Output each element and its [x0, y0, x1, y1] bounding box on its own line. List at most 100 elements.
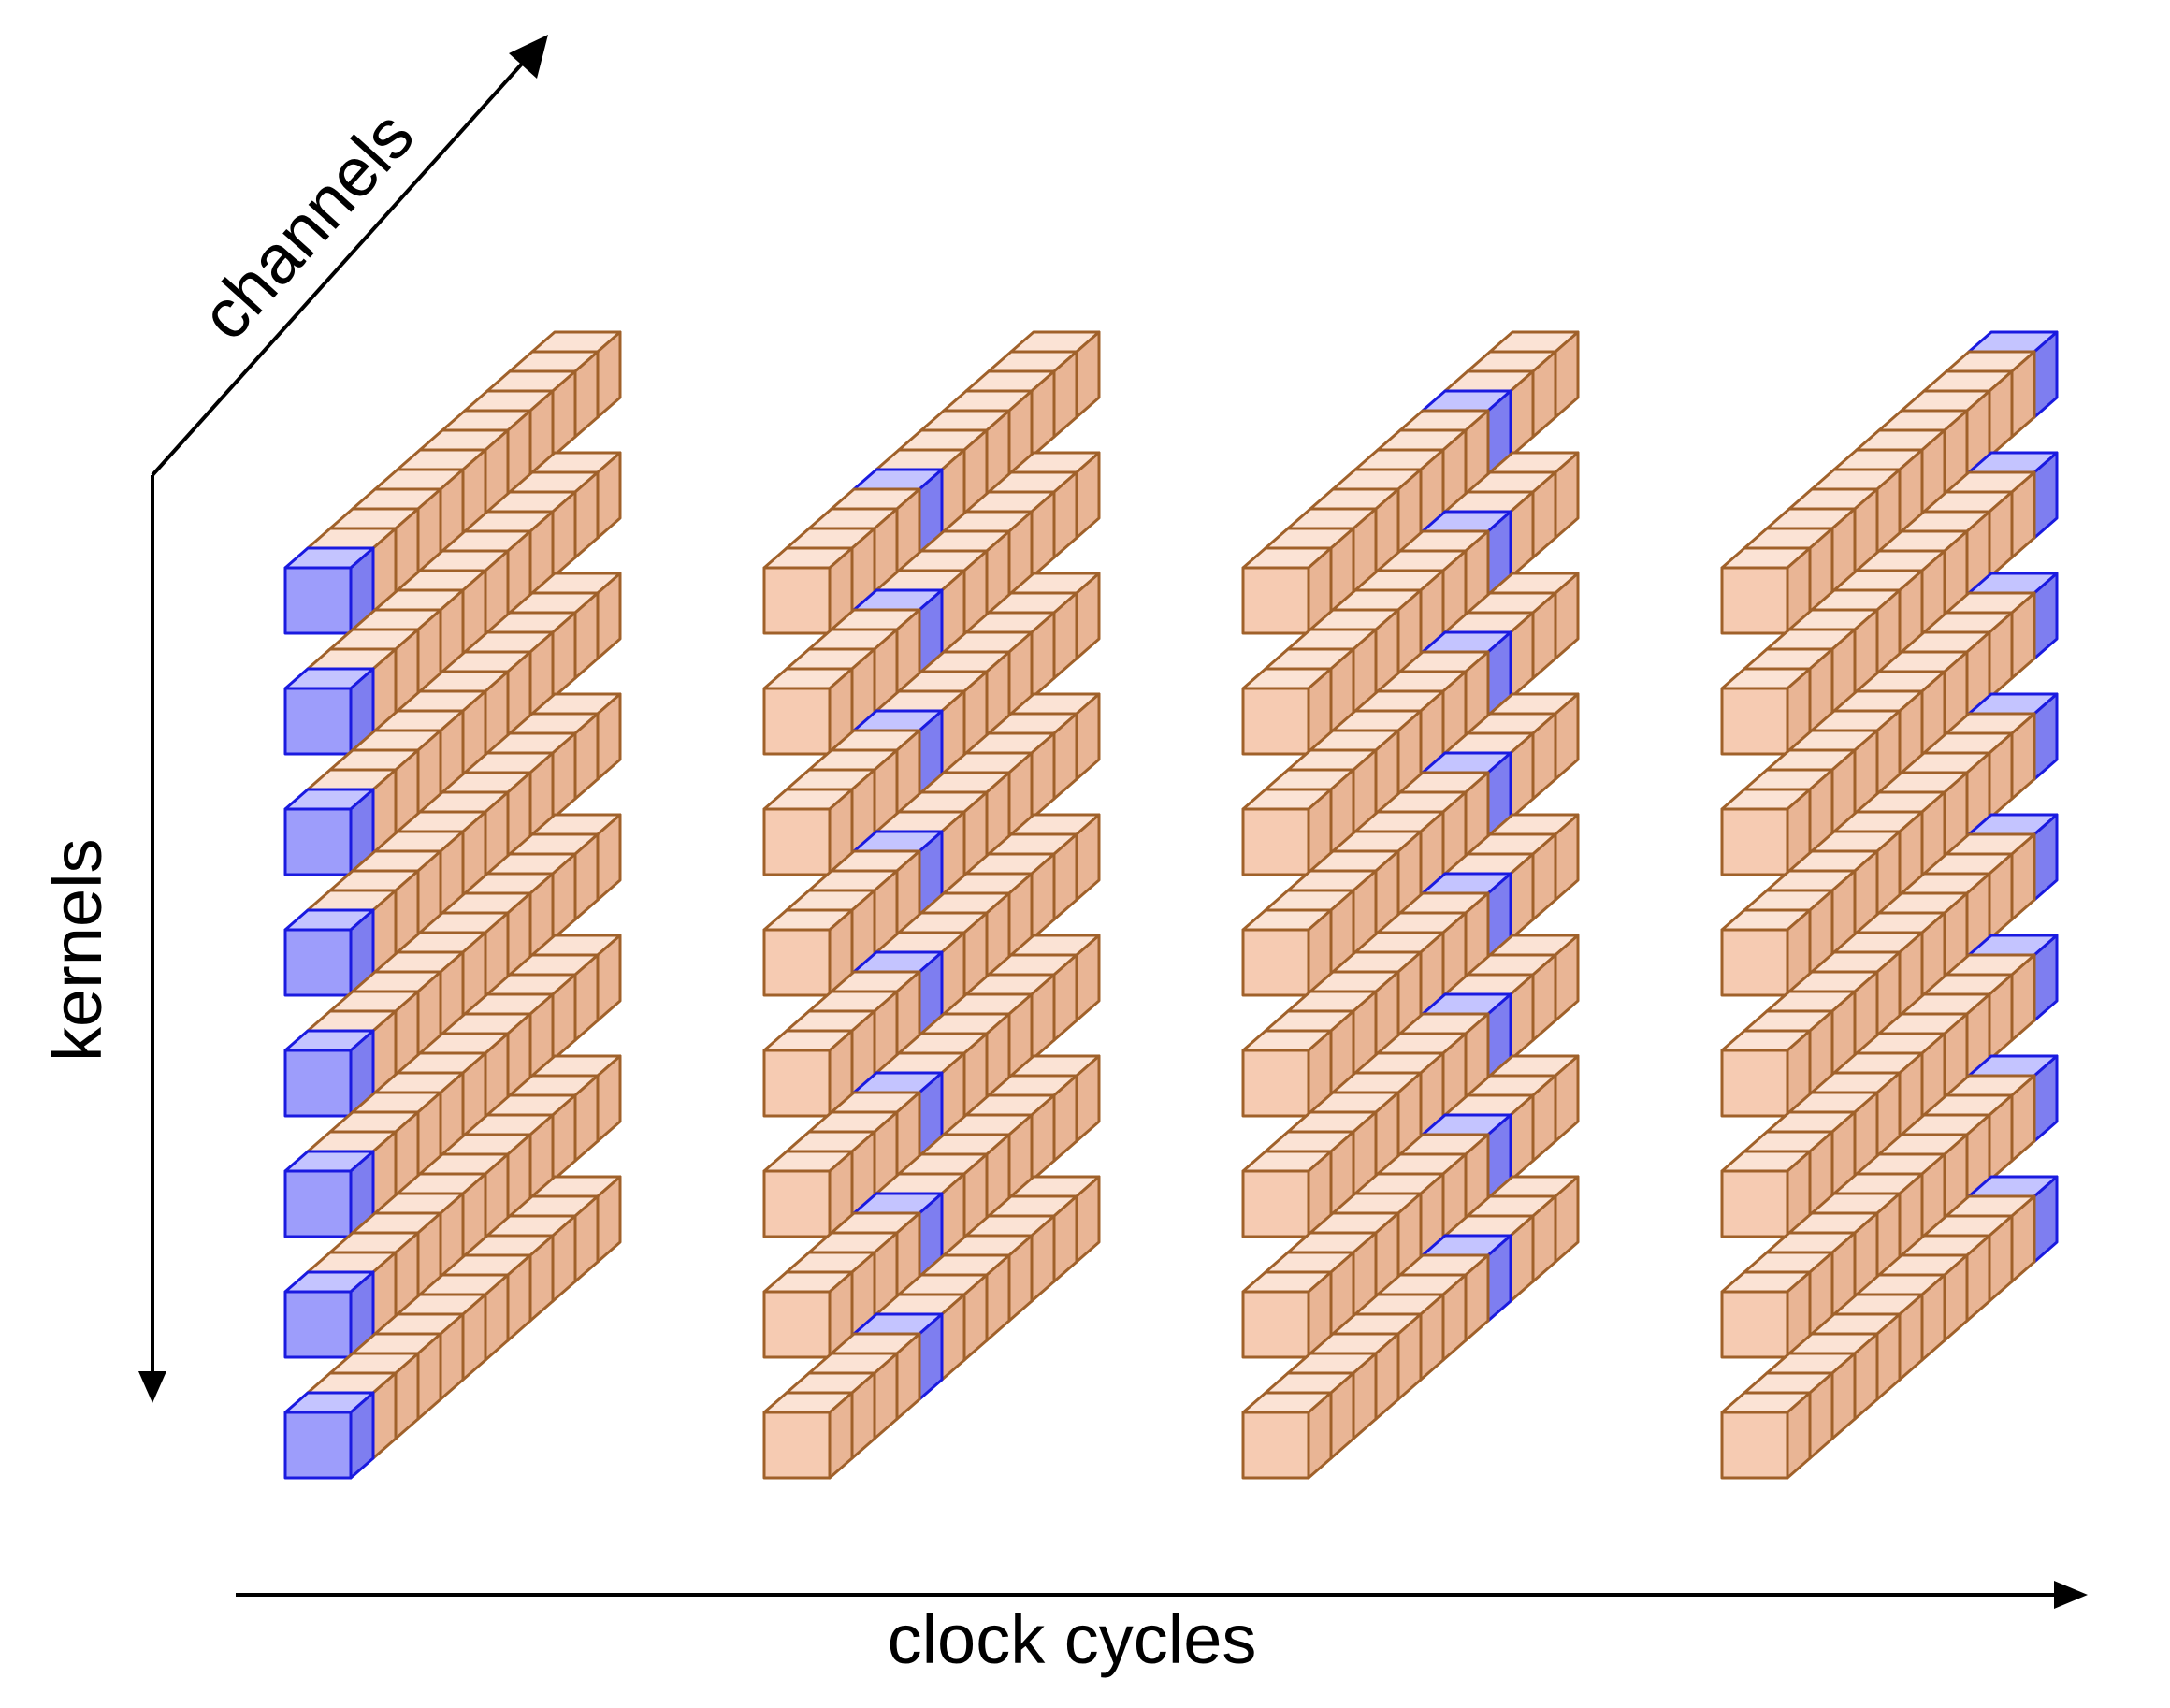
channels-axis-line: [151, 51, 533, 477]
kernel-row: [283, 1175, 622, 1480]
kernel-row: [762, 451, 1101, 756]
cube: [762, 667, 854, 756]
kernel-row: [762, 330, 1101, 635]
cube: [762, 1029, 854, 1118]
cube-front-face: [762, 1290, 832, 1359]
active-cube: [283, 1150, 375, 1238]
cube: [1241, 788, 1333, 876]
cube-front-face: [283, 1049, 353, 1118]
cube-front-face: [1241, 807, 1310, 876]
cycle-block-2: [762, 330, 1101, 1480]
cube: [1720, 908, 1812, 997]
cube-front-face: [1720, 566, 1789, 635]
kernel-row: [762, 572, 1101, 876]
kernels-label: kernels: [38, 838, 116, 1062]
cube-front-face: [1720, 807, 1789, 876]
kernel-row: [762, 1175, 1101, 1480]
cube-front-face: [283, 928, 353, 997]
cube-front-face: [283, 1290, 353, 1359]
active-cube: [283, 1270, 375, 1359]
cube: [1241, 1270, 1333, 1359]
cube: [1241, 546, 1333, 635]
kernel-row: [1241, 813, 1580, 1118]
cube-front-face: [762, 1411, 832, 1480]
kernel-row: [1241, 330, 1580, 635]
kernel-row: [762, 934, 1101, 1238]
active-cube: [283, 788, 375, 876]
kernel-row: [762, 1054, 1101, 1359]
cube: [1241, 667, 1333, 756]
cube: [762, 1150, 854, 1238]
cycle-block-1: [283, 330, 622, 1480]
cube: [1241, 1150, 1333, 1238]
cube: [1241, 908, 1333, 997]
kernel-row: [1720, 330, 2059, 635]
cube-front-face: [1720, 1169, 1789, 1238]
cube: [1720, 667, 1812, 756]
active-cube: [283, 908, 375, 997]
cube-front-face: [1241, 1169, 1310, 1238]
kernel-row: [1720, 572, 2059, 876]
kernel-row: [762, 692, 1101, 997]
cube: [1720, 1029, 1812, 1118]
cube-front-face: [283, 566, 353, 635]
kernel-row: [283, 572, 622, 876]
channels-arrow-head: [509, 35, 548, 79]
kernel-row: [283, 330, 622, 635]
cube-front-face: [1241, 1411, 1310, 1480]
kernel-row: [1720, 934, 2059, 1238]
cube: [1720, 1391, 1812, 1480]
kernel-row: [1241, 1054, 1580, 1359]
cube-front-face: [1720, 1049, 1789, 1118]
cube: [1720, 1150, 1812, 1238]
cube-front-face: [762, 807, 832, 876]
kernel-row: [1241, 692, 1580, 997]
kernel-row: [283, 451, 622, 756]
cube-front-face: [1720, 928, 1789, 997]
cube-front-face: [283, 1411, 353, 1480]
cycle-block-3: [1241, 330, 1580, 1480]
kernels-arrow-head: [138, 1371, 166, 1403]
cube: [762, 1391, 854, 1480]
cube-front-face: [762, 687, 832, 756]
cube-front-face: [762, 1049, 832, 1118]
cycle-block-4: [1720, 330, 2059, 1480]
cube-front-face: [1241, 687, 1310, 756]
channels-label: channels: [185, 96, 428, 355]
kernel-row: [1241, 451, 1580, 756]
cube-front-face: [283, 1169, 353, 1238]
active-cube: [283, 1391, 375, 1480]
cube: [1720, 546, 1812, 635]
active-cube: [283, 546, 375, 635]
cube-front-face: [1720, 687, 1789, 756]
cube: [1241, 1391, 1333, 1480]
kernel-row: [762, 813, 1101, 1118]
cube: [1241, 1029, 1333, 1118]
kernel-row: [1241, 572, 1580, 876]
active-cube: [283, 1029, 375, 1118]
cube-front-face: [762, 1169, 832, 1238]
kernels-channels-axis: [138, 35, 548, 1403]
cube: [762, 1270, 854, 1359]
cube: [762, 546, 854, 635]
kernel-row: [1720, 1054, 2059, 1359]
cube-front-face: [1241, 566, 1310, 635]
cube-front-face: [283, 687, 353, 756]
cube-front-face: [1720, 1290, 1789, 1359]
cube-front-face: [762, 928, 832, 997]
cube: [762, 908, 854, 997]
active-cube: [283, 667, 375, 756]
cube-front-face: [762, 566, 832, 635]
kernel-row: [283, 934, 622, 1238]
kernel-row: [1720, 451, 2059, 756]
clock-cycles-label: clock cycles: [888, 1600, 1257, 1678]
clock-cycles-axis: [236, 1581, 2088, 1609]
kernel-row: [283, 1054, 622, 1359]
cube-front-face: [1241, 928, 1310, 997]
cube: [1720, 788, 1812, 876]
cube: [762, 788, 854, 876]
kernel-row: [1720, 692, 2059, 997]
cube-blocks: [283, 330, 2059, 1480]
cube-front-face: [1241, 1290, 1310, 1359]
